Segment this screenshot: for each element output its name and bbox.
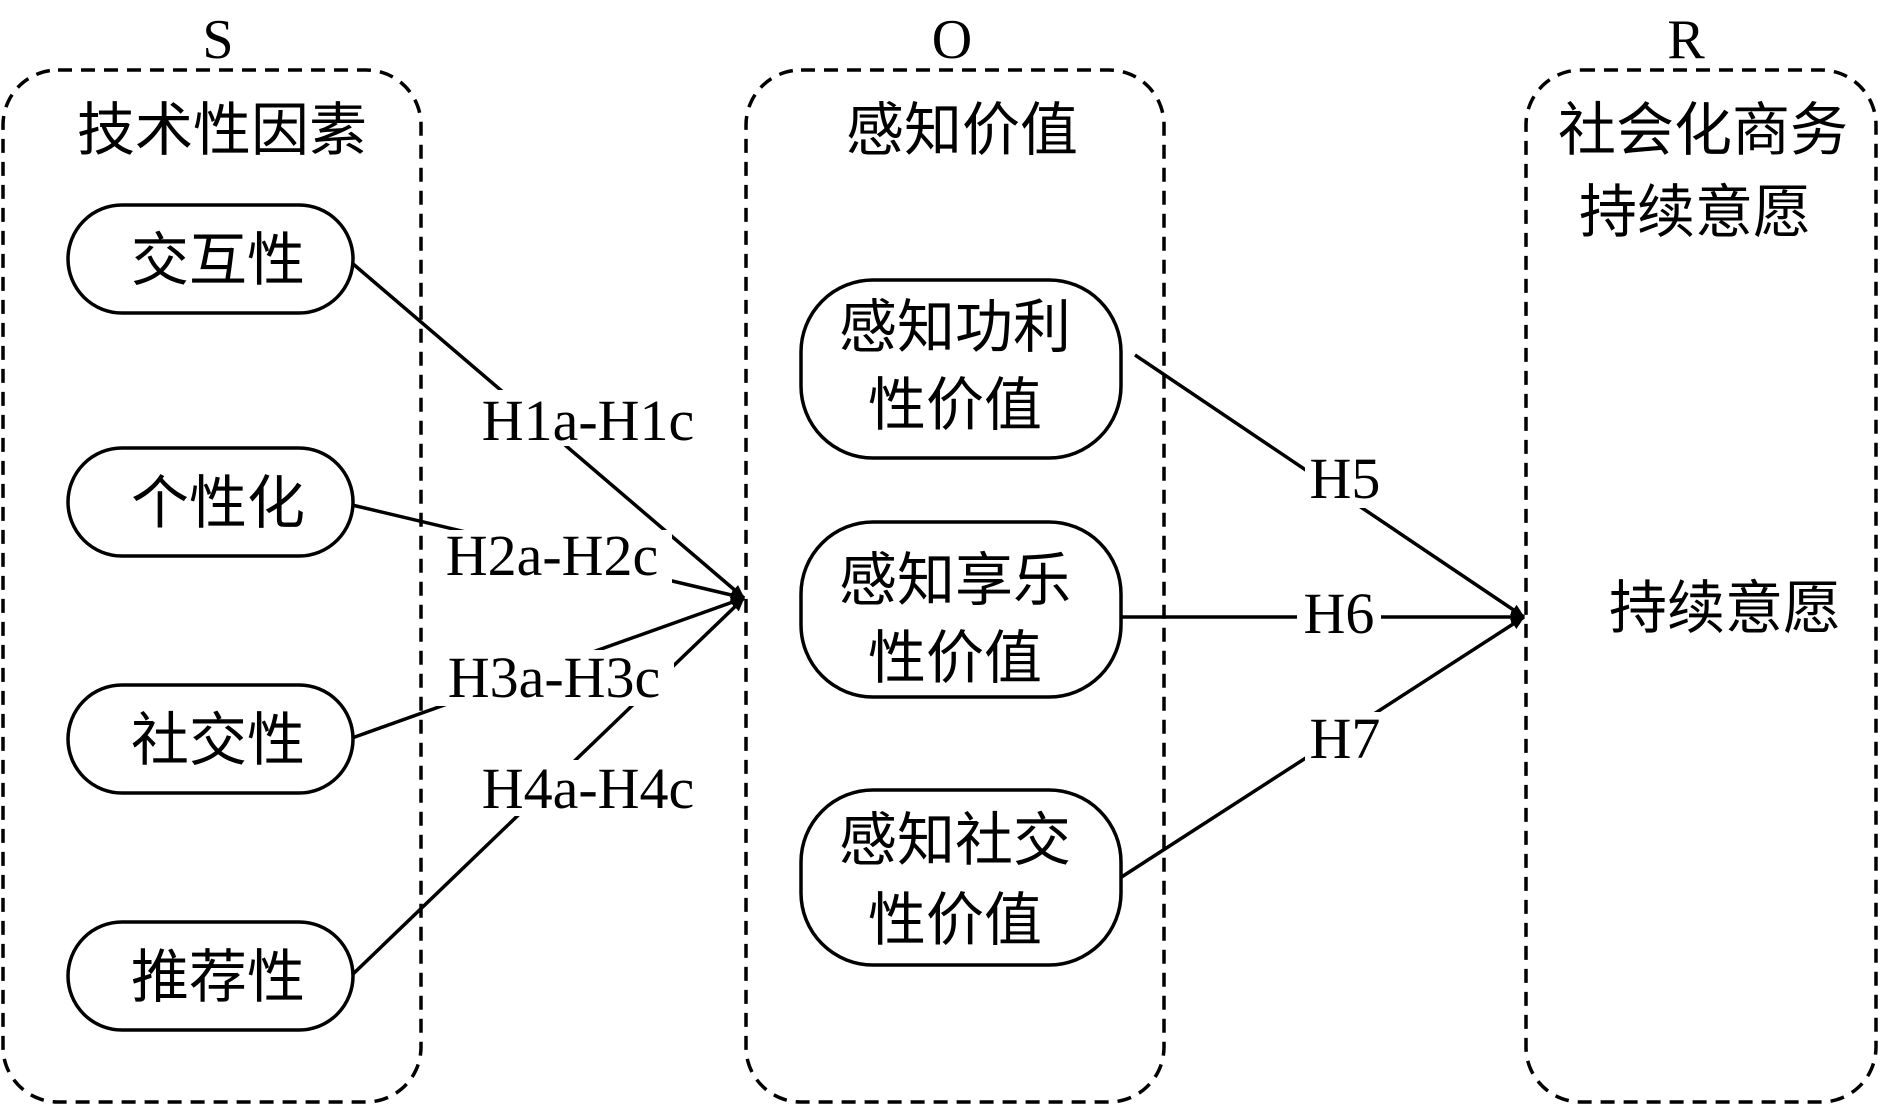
node-perceived-hedonic-value-line2: 性价值 xyxy=(868,624,1042,692)
edge-label-h1: H1a-H1c xyxy=(482,388,695,453)
node-perceived-social-value-line2: 性价值 xyxy=(868,886,1042,954)
node-continuance-intention: 持续意愿 xyxy=(1609,574,1841,642)
node-sociality xyxy=(66,683,355,795)
group-title-continuance-line2: 持续意愿 xyxy=(1579,178,1811,246)
node-sociality-label: 社交性 xyxy=(131,706,305,774)
node-perceived-social-value-line1: 感知社交 xyxy=(839,806,1071,874)
node-perceived-hedonic-value xyxy=(799,520,1123,699)
edge-label-h6: H6 xyxy=(1304,581,1375,646)
node-perceived-utilitarian-value xyxy=(799,278,1123,460)
node-personalization-label: 个性化 xyxy=(131,469,305,537)
column-letter-r: R xyxy=(1667,9,1705,71)
group-box-response xyxy=(1524,68,1878,1104)
group-title-continuance-line1: 社会化商务 xyxy=(1558,96,1848,164)
node-personalization xyxy=(66,446,355,558)
edge-label-h3: H3a-H3c xyxy=(448,645,661,710)
column-letter-s: S xyxy=(202,9,233,71)
node-perceived-hedonic-value-line1: 感知享乐 xyxy=(839,546,1071,614)
group-title-perceived-value: 感知价值 xyxy=(846,96,1078,164)
group-box-organism xyxy=(744,68,1166,1104)
node-interactivity-label: 交互性 xyxy=(131,226,305,294)
column-letter-o: O xyxy=(932,9,972,71)
edge-label-h5: H5 xyxy=(1310,446,1381,511)
node-recommendation-label: 推荐性 xyxy=(131,943,305,1011)
node-recommendation xyxy=(66,920,355,1032)
node-perceived-utilitarian-value-line1: 感知功利 xyxy=(839,293,1071,361)
edge-label-h7: H7 xyxy=(1310,706,1381,771)
edge-label-h4: H4a-H4c xyxy=(482,756,695,821)
edge-label-h2: H2a-H2c xyxy=(446,523,659,588)
node-interactivity xyxy=(66,203,355,315)
node-perceived-utilitarian-value-line2: 性价值 xyxy=(868,371,1042,439)
group-title-technical-factors: 技术性因素 xyxy=(77,96,367,164)
group-box-stimulus xyxy=(1,68,423,1104)
node-perceived-social-value xyxy=(799,788,1123,967)
